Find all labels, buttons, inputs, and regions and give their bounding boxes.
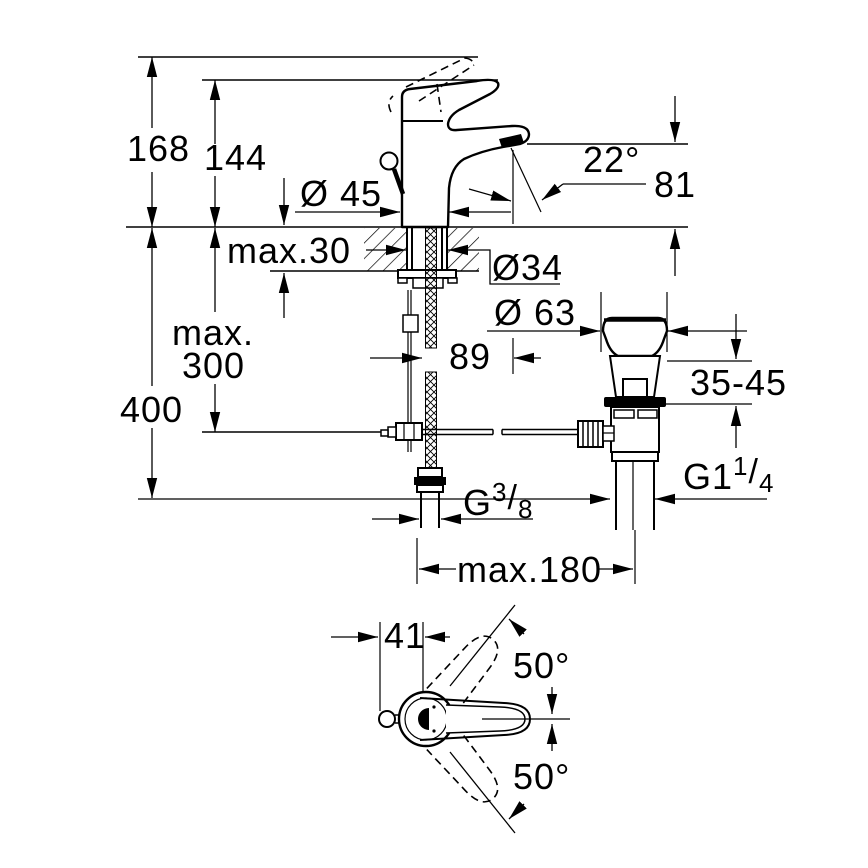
- dim-63-label: Ø 63: [494, 292, 576, 333]
- handle-dot: [432, 705, 436, 709]
- g38-sub: 8: [518, 494, 533, 524]
- dim-50-down-label: 50°: [513, 756, 570, 797]
- g38-slash: /: [507, 479, 517, 517]
- raised-handle-dash-tip: [464, 57, 475, 66]
- angle-line-up: [449, 604, 516, 687]
- raised-handle-dash-top: [405, 57, 466, 88]
- waste-clamp-collar: [604, 397, 666, 407]
- clevis-pin-tip: [380, 429, 389, 437]
- raised-handle-dash-front: [436, 83, 442, 113]
- faucet-undercounter: [380, 227, 578, 528]
- supply-hose-upper: [425, 227, 437, 349]
- handle-dot: [432, 729, 436, 733]
- raised-handle-dash-bottom: [418, 64, 475, 102]
- dim-max30-label: max.30: [227, 230, 351, 271]
- waste-body-slot: [613, 409, 635, 419]
- hose-fitting-band: [414, 477, 446, 485]
- clevis-pin: [387, 426, 397, 438]
- angle-arrow-up: [508, 618, 527, 637]
- g114-base: G1: [683, 456, 733, 497]
- g38-sup: 3: [492, 477, 507, 507]
- popup-rod-joint: [402, 314, 419, 333]
- dim-34-leader: [448, 244, 560, 285]
- waste-neck-tab: [622, 378, 648, 398]
- dim-max300-value: 300: [182, 345, 245, 386]
- faucet-handle-raised-dashed: [388, 57, 475, 113]
- mounting-tab-right: [447, 277, 458, 284]
- faucet-pullrod: [391, 168, 406, 195]
- supply-hose-lower: [425, 371, 437, 469]
- dim-89-label: 89: [449, 336, 491, 377]
- dim-50-up-label: 50°: [513, 645, 570, 686]
- g38-base: G: [463, 482, 492, 523]
- hose-fitting-collar: [417, 467, 443, 478]
- waste-lower-ring: [611, 451, 659, 462]
- dim-g114-label: G11/4: [683, 451, 774, 498]
- drain-knurled-nut: [577, 420, 604, 448]
- g114-slash: /: [749, 453, 759, 491]
- pullrod-knob-top: [378, 710, 396, 728]
- mounting-tab-left: [397, 277, 408, 284]
- angle-arrow-down: [508, 801, 527, 820]
- popup-clevis: [395, 422, 423, 441]
- dim-168-label: 168: [127, 128, 190, 169]
- dim-81-label: 81: [654, 164, 696, 205]
- dim-41-label: 41: [384, 615, 426, 656]
- g114-sup: 1: [733, 451, 748, 481]
- spray-angle-arc: [468, 188, 512, 202]
- raised-handle-dash-pivot: [388, 95, 394, 113]
- dim-400-label: 400: [120, 389, 183, 430]
- front-view: 168 144 400 max. 300 max.30 81 Ø 45 Ø34: [120, 56, 787, 590]
- dim-34-label: Ø34: [492, 247, 563, 288]
- top-view: 41 50° 50°: [331, 604, 570, 834]
- cartridge-marker: [418, 708, 429, 730]
- angle-line-down: [449, 751, 516, 834]
- horizontal-lever-rod: [422, 428, 578, 436]
- faucet-aerator: [499, 134, 524, 148]
- hose-fitting-nut: [416, 484, 444, 493]
- waste-body-slot: [637, 409, 658, 419]
- dim-22-label: 22°: [583, 139, 640, 180]
- drain-assembly: [577, 316, 669, 530]
- dim-22-arrow: [541, 183, 564, 201]
- waste-flange-cap: [601, 316, 669, 358]
- dim-g38-label: G3/8: [463, 477, 533, 524]
- dim-max180-label: max.180: [457, 549, 602, 590]
- faucet-body-outline: [400, 78, 531, 229]
- g114-sub: 4: [759, 468, 774, 498]
- dim-144-label: 144: [204, 137, 267, 178]
- dim-3545-label: 35-45: [690, 362, 787, 403]
- spray-direction-line: [510, 147, 542, 213]
- dim-45-label: Ø 45: [300, 173, 382, 214]
- dim-max300-prefix: max.: [172, 312, 254, 353]
- faucet-pullrod-knob: [379, 151, 399, 171]
